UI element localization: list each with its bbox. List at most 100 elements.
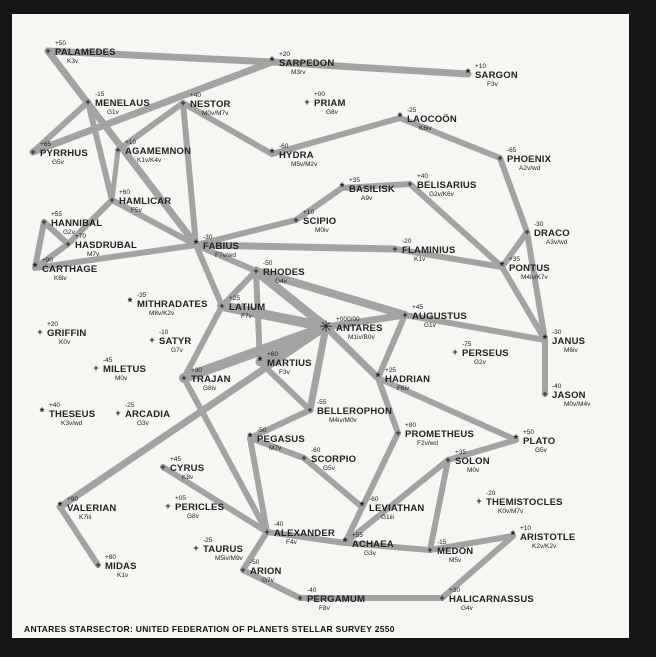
system-position: +80 (105, 554, 116, 561)
lane-latium-trajan (181, 303, 225, 381)
system-name: MITHRADATES (137, 299, 208, 310)
star-plus-icon: + (165, 501, 170, 511)
star-plus-icon: + (65, 239, 70, 249)
star-plus-icon: + (301, 453, 306, 463)
system-class: A9v (361, 195, 373, 202)
star-plus-icon: + (542, 389, 547, 399)
star-plus-icon: + (149, 335, 154, 345)
star-plus-icon: + (307, 405, 312, 415)
system-name: MEDON (437, 546, 473, 557)
system-position: -50 (263, 260, 273, 267)
star-plus-icon: + (253, 266, 258, 276)
system-name: ARISTOTLE (520, 532, 575, 543)
lane-aristotle-medon (427, 533, 516, 553)
system-name: JASON (552, 390, 586, 401)
system-position: +90 (67, 496, 78, 503)
system-position: +10 (520, 525, 531, 532)
system-position: +80 (405, 422, 416, 429)
star-asterisk-icon: * (511, 528, 516, 542)
system-position: +55 (352, 532, 363, 539)
system-class: M1iv/B0v (348, 334, 375, 341)
system-position: -45 (103, 357, 113, 364)
lane-antares-bellerophon (306, 323, 330, 414)
lane-alexander-arion (240, 529, 270, 573)
lane-hamlicar-agamemnon (109, 147, 121, 203)
system-position: -55 (317, 399, 327, 406)
star-asterisk-icon: * (33, 260, 38, 274)
system-position: +35 (349, 177, 360, 184)
system-class: G7v (171, 347, 184, 354)
star-asterisk-icon: * (376, 370, 381, 384)
star-asterisk-icon: * (500, 259, 505, 273)
system-class: K6iv (54, 275, 67, 282)
system-position: -40 (307, 587, 317, 594)
lane-phoenix-draco (497, 155, 530, 235)
star-plus-icon: + (264, 527, 269, 537)
system-position: +90 (42, 257, 53, 264)
star-plus-icon: + (115, 408, 120, 418)
lane-hadrian-plato (375, 375, 519, 443)
system-position: +25 (385, 367, 396, 374)
star-plus-icon: + (497, 153, 502, 163)
lane-nestor-fabius (180, 100, 199, 248)
